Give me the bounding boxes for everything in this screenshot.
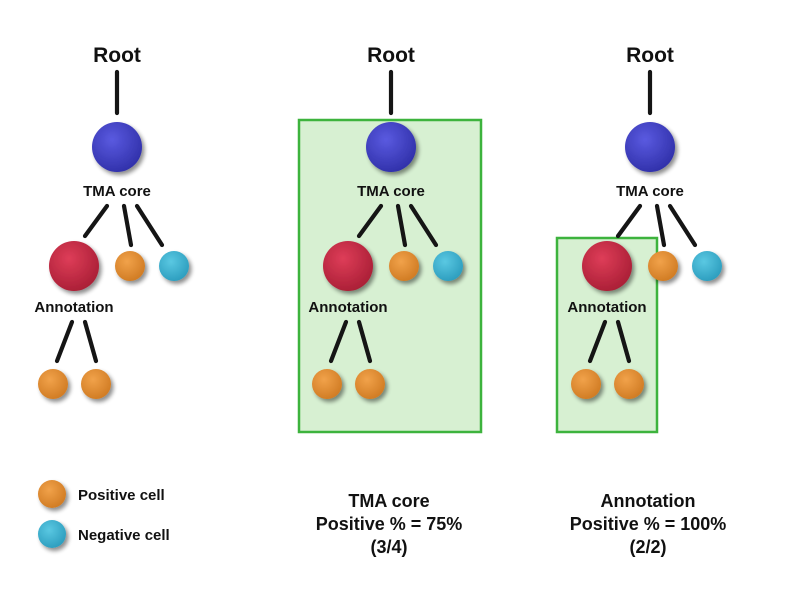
- tree-edge: [587, 319, 608, 364]
- caption-ratio: (2/2): [629, 537, 666, 557]
- tree-edge: [654, 203, 667, 248]
- annotation-node: [582, 241, 632, 291]
- legend-positive-label: Positive cell: [78, 487, 165, 504]
- annotation-label: Annotation: [308, 299, 387, 316]
- tma-core-label: TMA core: [357, 183, 425, 200]
- tree-edge: [615, 203, 643, 239]
- tree-edge: [328, 319, 349, 364]
- negative-cell-node: [692, 251, 722, 281]
- legend: Positive cell Negative cell: [38, 480, 170, 548]
- legend-positive-swatch: [38, 480, 66, 508]
- tma-core-node: [366, 122, 416, 172]
- tree-edge: [615, 319, 632, 364]
- legend-negative-label: Negative cell: [78, 527, 170, 544]
- positive-cell-node: [571, 369, 601, 399]
- positive-cell-node: [312, 369, 342, 399]
- negative-cell-node: [433, 251, 463, 281]
- annotation-node: [49, 241, 99, 291]
- annotation-label: Annotation: [567, 299, 646, 316]
- tree-edge: [82, 319, 99, 364]
- root-label: Root: [367, 44, 415, 67]
- positive-cell-node: [355, 369, 385, 399]
- tree-edge: [134, 203, 165, 248]
- positive-cell-node: [648, 251, 678, 281]
- positive-cell-node: [389, 251, 419, 281]
- caption-ratio: (3/4): [370, 537, 407, 557]
- tma-core-node: [625, 122, 675, 172]
- tree-edge: [408, 203, 439, 248]
- tma-core-node: [92, 122, 142, 172]
- annotation-label: Annotation: [34, 299, 113, 316]
- positive-cell-node: [38, 369, 68, 399]
- annotation-node: [323, 241, 373, 291]
- caption-title: TMA core: [348, 491, 429, 511]
- positive-cell-node: [81, 369, 111, 399]
- tree-edge: [395, 203, 408, 248]
- tma-core-label: TMA core: [616, 183, 684, 200]
- tree-edge: [82, 203, 110, 239]
- root-label: Root: [626, 44, 674, 67]
- tree-edge: [356, 203, 384, 239]
- tree-edge: [121, 203, 134, 248]
- caption-positive-percent: Positive % = 100%: [570, 514, 727, 534]
- legend-negative-swatch: [38, 520, 66, 548]
- tree-edge: [356, 319, 373, 364]
- caption-positive-percent: Positive % = 75%: [316, 514, 463, 534]
- tree-edge: [54, 319, 75, 364]
- tma-core-label: TMA core: [83, 183, 151, 200]
- tree-edge: [667, 203, 698, 248]
- positive-cell-node: [115, 251, 145, 281]
- positive-cell-node: [614, 369, 644, 399]
- negative-cell-node: [159, 251, 189, 281]
- caption-title: Annotation: [601, 491, 696, 511]
- root-label: Root: [93, 44, 141, 67]
